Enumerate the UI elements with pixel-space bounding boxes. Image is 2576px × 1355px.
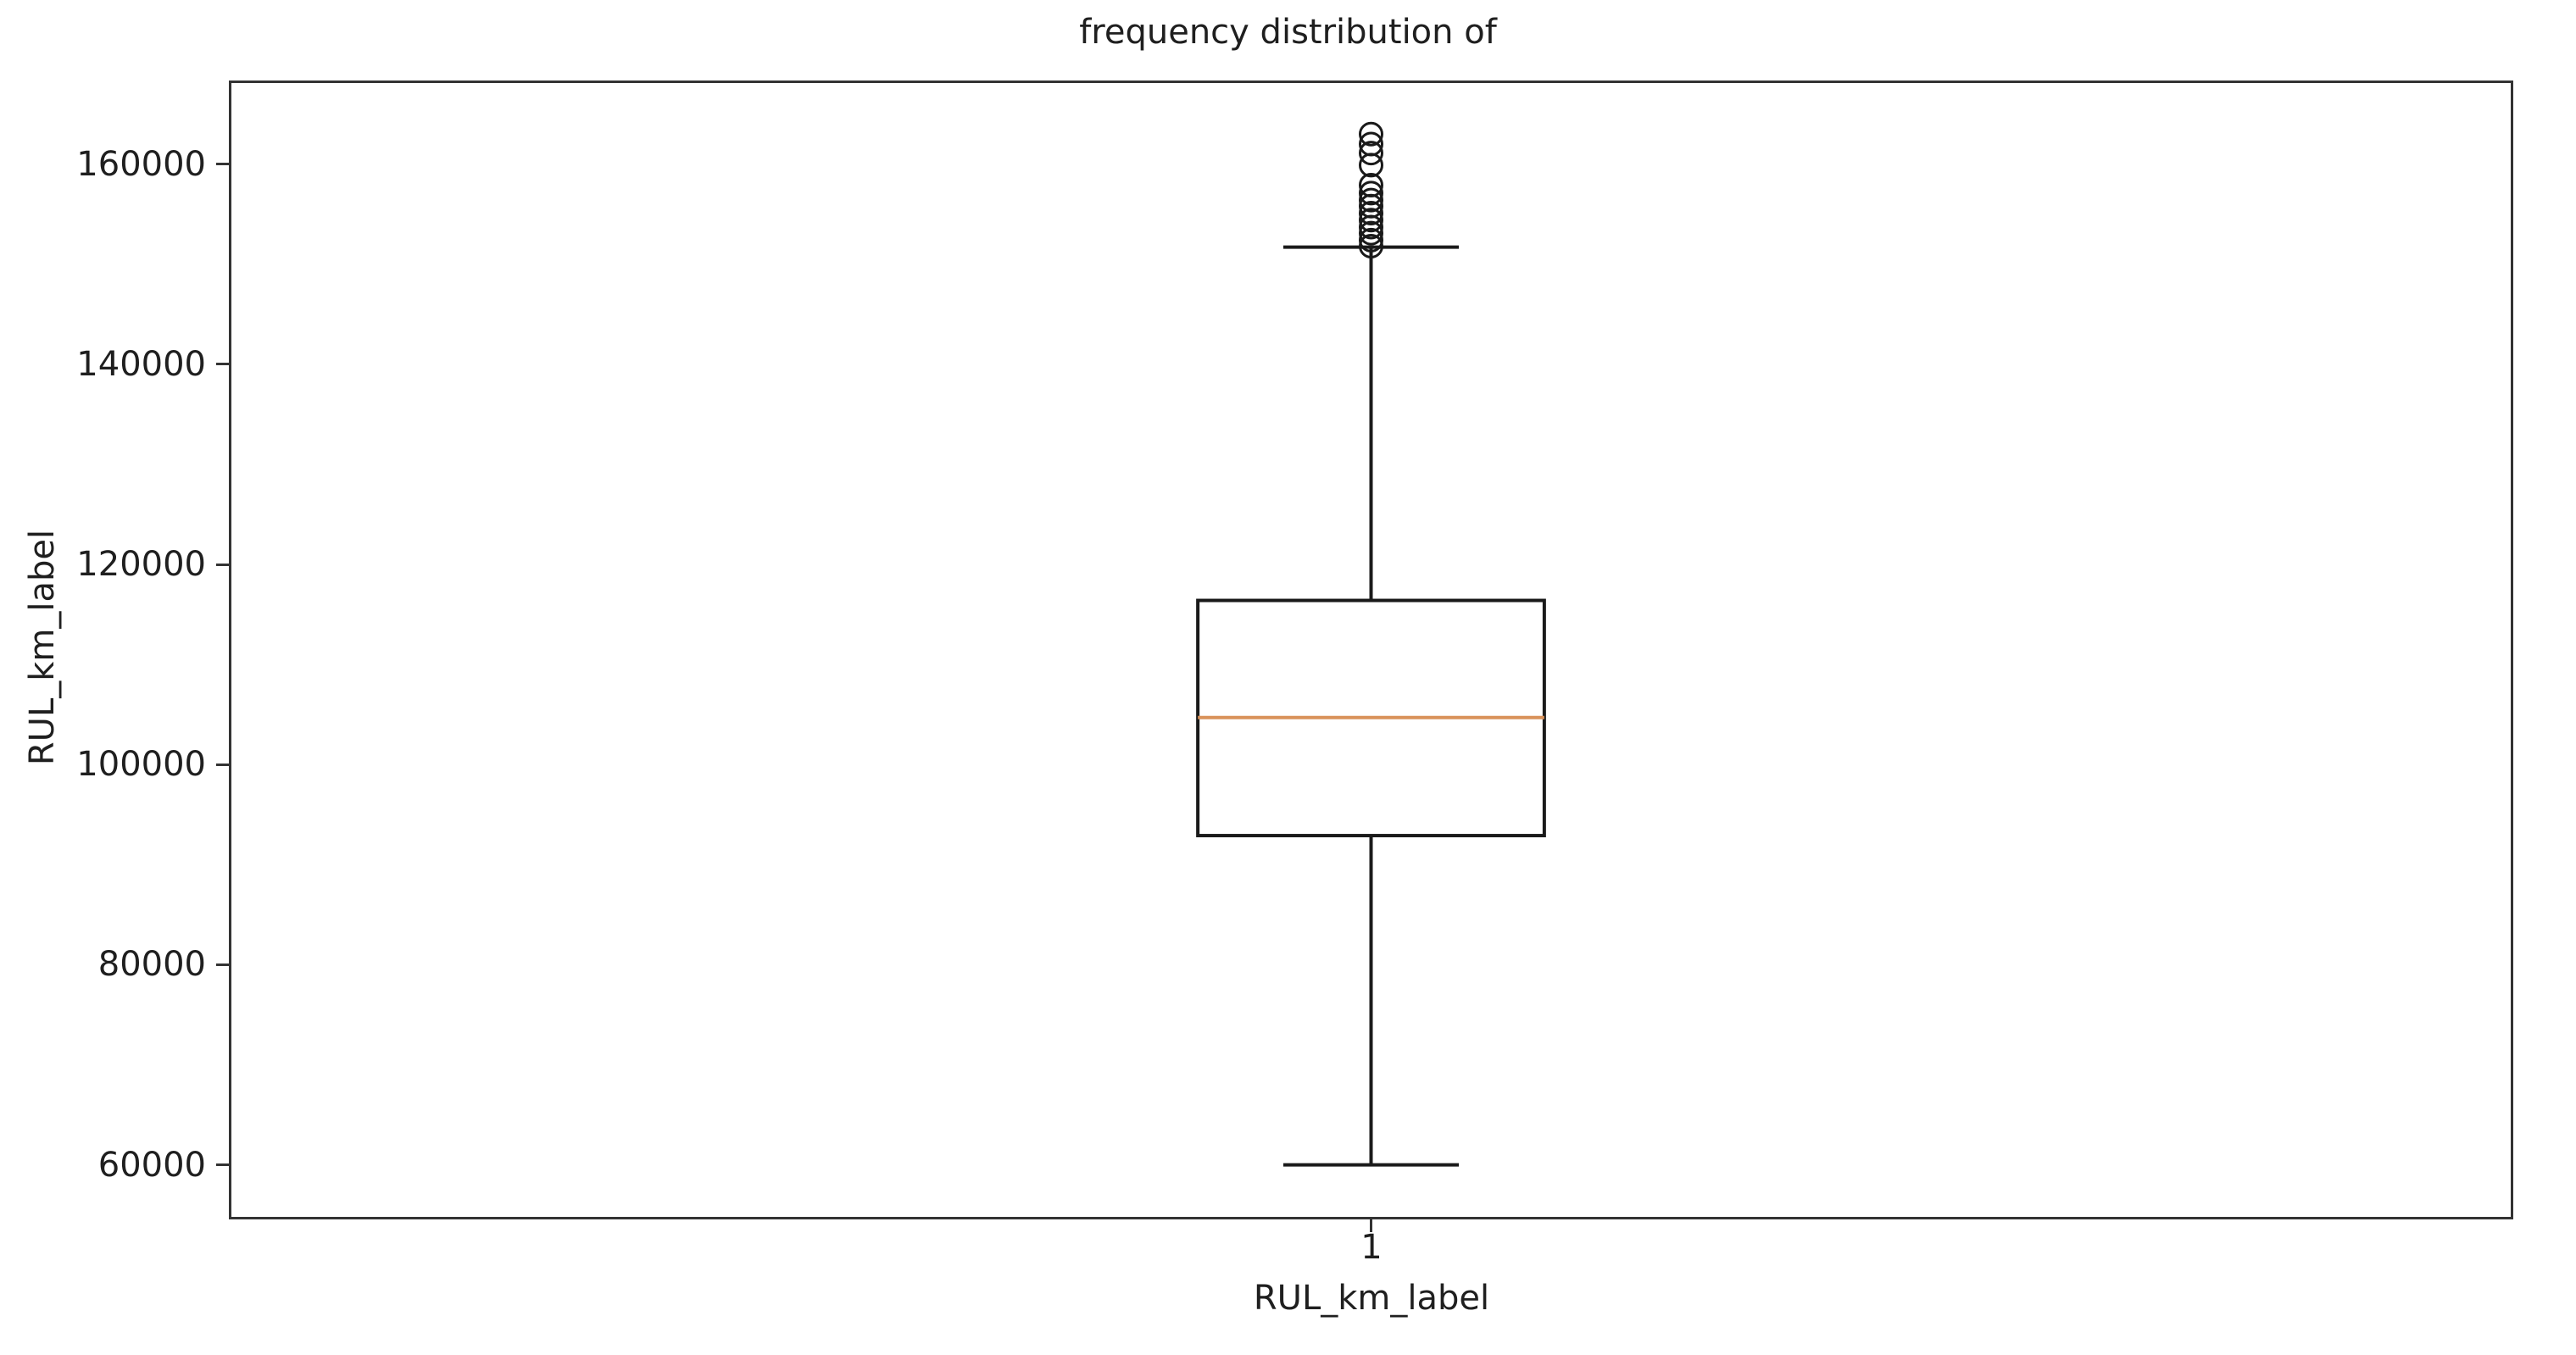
- chart-title: frequency distribution of: [1079, 13, 1497, 52]
- y-tick-mark: [216, 163, 229, 166]
- outlier-point: [1359, 187, 1383, 213]
- x-axis-label: RUL_km_label: [1253, 1279, 1490, 1318]
- y-tick-mark: [216, 763, 229, 766]
- y-tick-label: 120000: [76, 545, 206, 585]
- outlier-point: [1359, 172, 1383, 197]
- outlier-point: [1359, 180, 1383, 206]
- x-tick-label: 1: [1360, 1228, 1383, 1267]
- outlier-point: [1359, 227, 1383, 253]
- outlier-point: [1359, 131, 1383, 157]
- boxplot-canvas: [1196, 121, 1546, 1167]
- outlier-point: [1359, 201, 1383, 226]
- outlier-point: [1359, 233, 1383, 258]
- y-tick-label: 100000: [76, 745, 206, 785]
- y-tick-mark: [216, 1163, 229, 1167]
- y-tick-label: 140000: [76, 344, 206, 384]
- plot-area: [229, 81, 2513, 1219]
- y-tick-label: 60000: [97, 1145, 206, 1185]
- y-tick-mark: [216, 363, 229, 366]
- y-tick-mark: [216, 963, 229, 966]
- y-tick-label: 80000: [97, 945, 206, 985]
- x-tick-mark: [1370, 1219, 1372, 1232]
- outlier-point: [1359, 220, 1383, 246]
- y-tick-label: 160000: [76, 144, 206, 184]
- outlier-point: [1359, 208, 1383, 233]
- y-tick-mark: [216, 563, 229, 566]
- outlier-point: [1359, 141, 1383, 166]
- outlier-point: [1359, 121, 1383, 147]
